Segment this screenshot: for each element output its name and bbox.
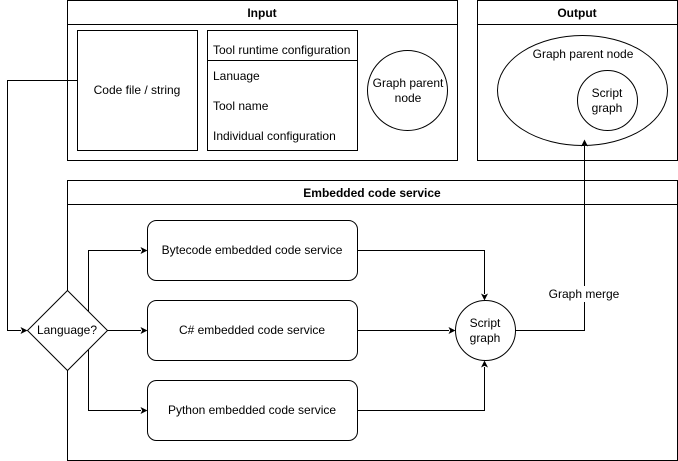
decision-to-python-edge [88,350,141,411]
output-script-graph-label-line1: Script [592,86,623,100]
output-panel: Output Graph parent node Script graph [477,0,678,161]
output-script-graph-label-line2: graph [592,101,623,115]
decision-input-arrowhead [20,327,28,334]
tool-config-row-language: Lanuage [213,69,260,83]
tool-config-header: Tool runtime configuration [213,43,350,57]
bytecode-arrowhead [140,247,148,254]
python-service-label: Python embedded code service [168,403,336,417]
input-panel-title: Input [247,6,276,20]
language-decision-diamond [26,289,109,372]
merge-top-arrowhead [481,293,488,301]
service-panel-title: Embedded code service [303,186,441,200]
tool-config-box [207,30,358,151]
output-arrowhead [581,139,588,147]
merge-bottom-arrowhead [481,360,488,368]
graph-merge-label-background [547,286,621,302]
python-arrowhead [140,407,148,414]
input-panel: Input Code file / string Tool runtime co… [67,0,458,161]
service-panel: Embedded code service Bytecode embedded … [26,180,678,461]
output-panel-title: Output [557,6,596,20]
connectors: Graph merge [7,80,621,414]
input-graph-parent-node [367,50,448,131]
bytecode-to-merge-edge [357,250,485,294]
code-file-box [77,30,198,151]
merge-to-output-edge [515,146,585,331]
decision-to-bytecode-edge [88,250,141,311]
tool-config-row-tool-name: Tool name [213,99,269,113]
output-graph-parent-label: Graph parent node [533,47,634,61]
csharp-arrowhead [140,327,148,334]
python-to-merge-edge [357,367,485,411]
code-file-label: Code file / string [94,83,181,97]
merge-left-arrowhead [448,327,456,334]
code-file-to-decision-edge [7,80,78,331]
output-script-graph-node [577,70,638,131]
merge-script-graph-label-line2: graph [470,331,501,345]
input-graph-parent-label-line1: Graph parent [373,76,444,90]
input-graph-parent-label-line2: node [395,91,422,105]
graph-merge-label: Graph merge [549,287,620,301]
csharp-service-label: C# embedded code service [179,323,325,337]
bytecode-service-label: Bytecode embedded code service [162,243,343,257]
merge-script-graph-label-line1: Script [470,316,501,330]
language-decision-label: Language? [37,323,97,337]
tool-config-row-individual: Individual configuration [213,129,336,143]
